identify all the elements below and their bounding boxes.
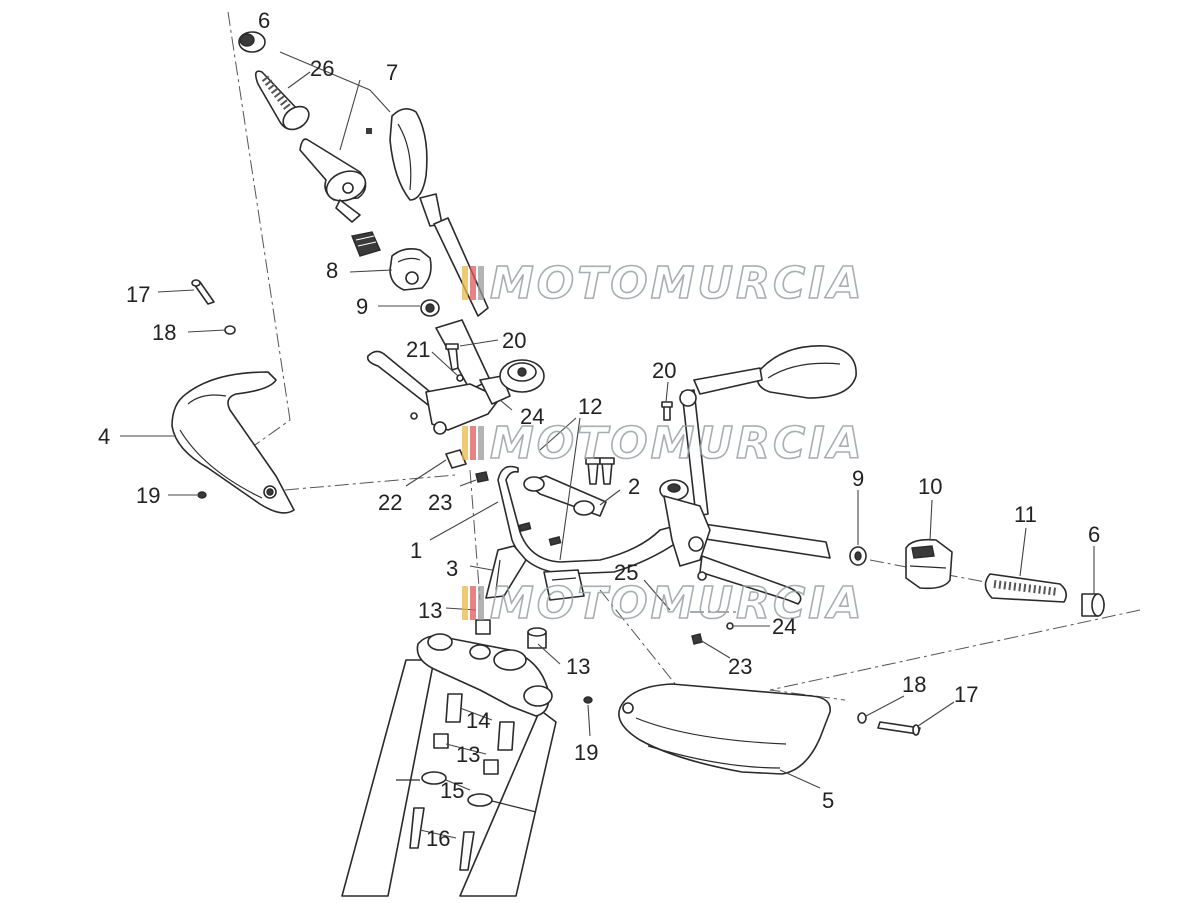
nut-19-left: [197, 491, 207, 499]
grip-right: [984, 573, 1068, 603]
handlebar: [497, 465, 831, 575]
callout-18-left: 18: [152, 320, 176, 345]
callout-6-left: 6: [258, 8, 270, 33]
watermark-text: MOTOMURCIA: [490, 258, 865, 309]
callout-26: 26: [310, 56, 334, 81]
callout-13-top: 13: [418, 598, 442, 623]
left-switch-housing: [389, 248, 432, 291]
callout-16: 16: [426, 826, 450, 851]
watermark-bottom: MOTOMURCIA: [462, 577, 865, 630]
callout-10: 10: [918, 474, 942, 499]
callout-17-left: 17: [126, 282, 150, 307]
callout-23-left: 23: [428, 490, 452, 515]
throttle-tube: [299, 128, 372, 223]
left-grip-assembly: [238, 31, 491, 391]
clamp-22: [445, 449, 467, 469]
callout-9-right: 9: [852, 466, 864, 491]
callout-22: 22: [378, 490, 402, 515]
lower-clamp-left: [485, 545, 527, 599]
nut-23-left: [475, 471, 489, 483]
callout-12: 12: [578, 394, 602, 419]
left-hand-guard: [171, 371, 295, 514]
washers-15: [421, 771, 493, 807]
watermark-top: MOTOMURCIA: [462, 257, 865, 310]
callout-24-right: 24: [772, 614, 796, 639]
screw-20-left: [445, 343, 459, 371]
bolts-16: [409, 807, 475, 871]
callout-19-left: 19: [136, 483, 160, 508]
callout-13-bottom: 13: [456, 742, 480, 767]
callout-17-right: 17: [954, 682, 978, 707]
switch-connector: [351, 231, 381, 257]
spacers-14: [445, 693, 515, 751]
leader-lines: [120, 51, 1095, 839]
callout-3: 3: [446, 556, 458, 581]
screw-20-right: [661, 401, 673, 421]
bushings-13: [433, 619, 547, 775]
washer-24-right: [726, 622, 734, 630]
watermark-text: MOTOMURCIA: [490, 578, 865, 629]
callout-5: 5: [822, 788, 834, 813]
bolt-17-right: [877, 721, 921, 736]
bolt-17-left: [191, 279, 215, 305]
callout-8: 8: [326, 258, 338, 283]
grip-left: [254, 70, 310, 131]
washer-18-right: [857, 712, 867, 724]
clamp-screws-12: [585, 457, 615, 485]
callout-4: 4: [98, 424, 110, 449]
callout-20-right: 20: [652, 358, 676, 383]
bar-end-cap-top: [238, 31, 266, 53]
watermark-middle: MOTOMURCIA: [462, 417, 865, 470]
callout-11: 11: [1014, 502, 1037, 527]
triple-clamp: [416, 633, 553, 717]
washer-21: [456, 374, 464, 382]
callout-21: 21: [406, 337, 430, 362]
nut-23-right: [691, 633, 703, 645]
washer-18-left: [224, 325, 236, 335]
callout-23-right: 23: [728, 654, 752, 679]
lower-clamp-right: [543, 569, 585, 601]
bar-end-cap-right: [1081, 593, 1105, 617]
callout-7: 7: [386, 60, 398, 85]
callout-9-left: 9: [356, 294, 368, 319]
nut-19-right: [583, 696, 593, 704]
callout-24-left: 24: [520, 404, 544, 429]
spacer-left: [420, 299, 440, 317]
callout-19-right: 19: [574, 740, 598, 765]
callout-13-right: 13: [566, 654, 590, 679]
brake-master-cylinder: [659, 479, 802, 605]
right-switch-housing: [905, 538, 953, 590]
callouts: 6 26 7 8 9 17 18 4 19 21 20 24 22 23 1 3…: [98, 8, 1100, 851]
upper-clamp: [523, 475, 607, 517]
spacer-right: [849, 546, 867, 566]
callout-6-right: 6: [1088, 522, 1100, 547]
callout-2: 2: [628, 474, 640, 499]
callout-20-left: 20: [502, 328, 526, 353]
watermark-text: MOTOMURCIA: [490, 418, 865, 469]
callout-18-right: 18: [902, 672, 926, 697]
callout-1: 1: [410, 538, 422, 563]
clutch-lever-assembly: [366, 350, 545, 435]
callout-25: 25: [614, 560, 638, 585]
callout-15: 15: [440, 778, 464, 803]
right-mirror: [679, 345, 857, 517]
right-hand-guard: [618, 683, 831, 775]
watermark: MOTOMURCIA MOTOMURCIA MOTOMURCIA: [462, 257, 865, 630]
callout-14: 14: [466, 708, 490, 733]
